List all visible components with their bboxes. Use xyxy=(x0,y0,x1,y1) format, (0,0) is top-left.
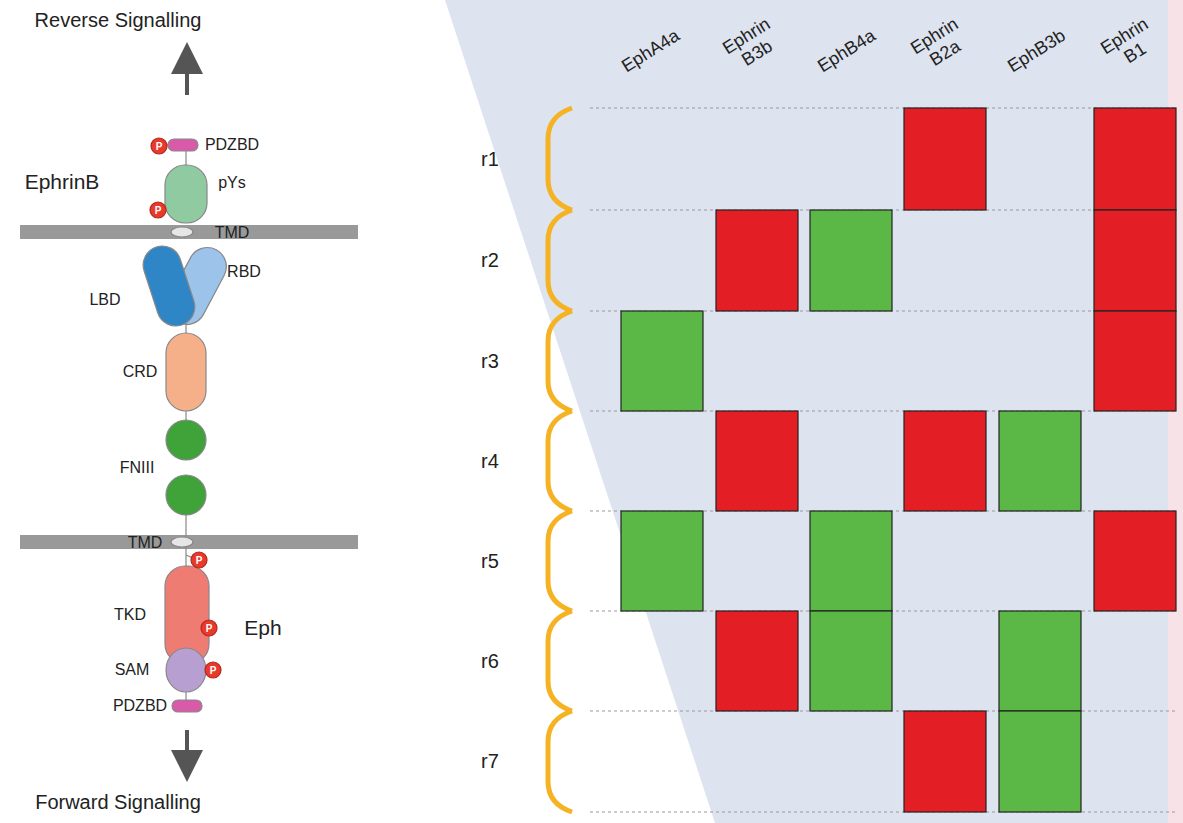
domain-label: CRD xyxy=(123,363,158,381)
brace-segment xyxy=(548,711,572,812)
row-label: r4 xyxy=(481,450,499,472)
domain-label: FNIII xyxy=(120,459,155,477)
grid-lines xyxy=(590,108,1175,812)
expression-cell xyxy=(1094,311,1176,411)
row-label: r1 xyxy=(481,148,499,170)
expression-cell xyxy=(621,311,703,411)
brace-segment xyxy=(548,411,572,511)
expression-cell xyxy=(716,611,798,711)
brace-segment xyxy=(548,108,572,210)
expression-cell xyxy=(1094,511,1176,611)
expression-cell xyxy=(904,411,986,511)
protein-name: Eph xyxy=(244,616,281,639)
row-label: r7 xyxy=(481,750,499,772)
expression-cell xyxy=(1094,210,1176,311)
domain-label: RBD xyxy=(227,263,261,281)
phospho-mark: P xyxy=(156,141,163,152)
expression-cell xyxy=(810,511,892,611)
brace-segment xyxy=(548,210,572,311)
phospho-mark: P xyxy=(206,623,213,634)
domain-label: PDZBD xyxy=(205,136,259,154)
brace-segment xyxy=(548,311,572,411)
expression-cells xyxy=(621,108,1176,812)
expression-cell xyxy=(810,611,892,711)
background-panel xyxy=(445,0,1183,823)
rhombomere-brace xyxy=(548,108,572,812)
signal-direction: Forward Signalling xyxy=(35,791,201,813)
domain-label: TKD xyxy=(114,606,146,624)
protein-name: EphrinB xyxy=(25,170,100,193)
domain-label: TMD xyxy=(215,224,250,242)
row-label: r6 xyxy=(481,650,499,672)
phospho-mark: P xyxy=(196,555,203,566)
expression-cell xyxy=(904,108,986,210)
domain-label: SAM xyxy=(115,661,150,679)
row-label: r2 xyxy=(481,249,499,271)
brace-segment xyxy=(548,611,572,711)
domain-label: pYs xyxy=(218,174,246,192)
expression-cell xyxy=(999,711,1081,812)
row-label: r3 xyxy=(481,350,499,372)
expression-cell xyxy=(716,411,798,511)
expression-cell xyxy=(1094,108,1176,210)
expression-cell xyxy=(904,711,986,812)
domain-label: PDZBD xyxy=(113,697,167,715)
row-label: r5 xyxy=(481,550,499,572)
domain-label: LBD xyxy=(89,291,120,309)
expression-cell xyxy=(810,210,892,311)
phospho-mark: P xyxy=(155,205,162,216)
molecule-drawing xyxy=(20,58,358,766)
expression-cell xyxy=(716,210,798,311)
phospho-mark: P xyxy=(210,665,217,676)
domain-label: TMD xyxy=(128,534,163,552)
signal-direction: Reverse Signalling xyxy=(35,9,202,31)
brace-segment xyxy=(548,511,572,611)
expression-cell xyxy=(999,411,1081,511)
expression-cell xyxy=(999,611,1081,711)
expression-cell xyxy=(621,511,703,611)
